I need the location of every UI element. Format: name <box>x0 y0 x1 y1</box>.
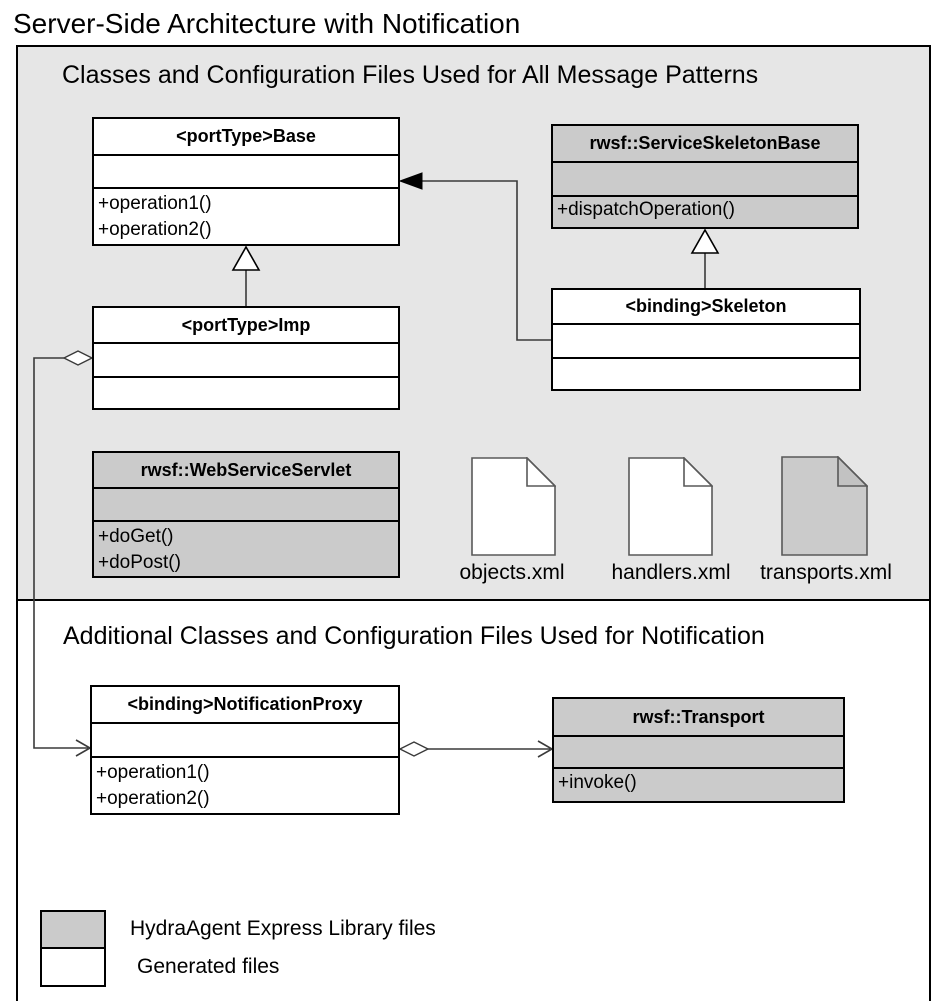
diagram-title: Server-Side Architecture with Notificati… <box>13 8 521 39</box>
class-methods <box>553 359 859 389</box>
class-attributes <box>94 344 398 378</box>
class-name: <binding>NotificationProxy <box>92 687 398 724</box>
class-attributes <box>94 489 398 522</box>
document-label: objects.xml <box>459 561 565 584</box>
legend-generated-swatch <box>40 947 106 987</box>
legend-library-swatch <box>40 910 106 949</box>
class-web-service-servlet: rwsf::WebServiceServlet +doGet() +doPost… <box>92 451 400 578</box>
class-methods: +dispatchOperation() <box>553 197 857 227</box>
method: +operation1() <box>98 193 212 214</box>
document-icon-objects-xml <box>471 457 556 556</box>
class-name: <portType>Base <box>94 119 398 156</box>
class-name: rwsf::ServiceSkeletonBase <box>553 126 857 163</box>
section-common-header: Classes and Configuration Files Used for… <box>62 61 759 89</box>
legend-generated-label: Generated files <box>137 955 280 978</box>
method: +operation2() <box>98 219 212 240</box>
document-icon-transports-xml <box>781 456 868 556</box>
class-attributes <box>92 724 398 758</box>
class-porttype-imp: <portType>Imp <box>92 306 400 410</box>
class-service-skeleton-base: rwsf::ServiceSkeletonBase +dispatchOpera… <box>551 124 859 229</box>
class-porttype-base: <portType>Base +operation1() +operation2… <box>92 117 400 246</box>
class-name: <binding>Skeleton <box>553 290 859 325</box>
method: +operation2() <box>96 788 210 809</box>
class-attributes <box>553 163 857 197</box>
class-name: <portType>Imp <box>94 308 398 344</box>
document-label: transports.xml <box>760 561 892 584</box>
class-methods: +doGet() +doPost() <box>94 522 398 576</box>
method: +doPost() <box>98 552 181 573</box>
class-name: rwsf::WebServiceServlet <box>94 453 398 490</box>
class-methods: +invoke() <box>554 769 843 801</box>
legend-library-label: HydraAgent Express Library files <box>130 917 436 940</box>
method: +invoke() <box>558 772 637 793</box>
document-label: handlers.xml <box>611 561 731 584</box>
document-icon-handlers-xml <box>628 457 713 556</box>
class-attributes <box>94 156 398 189</box>
method: +dispatchOperation() <box>557 199 735 220</box>
class-methods <box>94 378 398 408</box>
method: +doGet() <box>98 526 174 547</box>
class-attributes <box>553 325 859 359</box>
class-binding-skeleton: <binding>Skeleton <box>551 288 861 391</box>
class-methods: +operation1() +operation2() <box>92 758 398 813</box>
section-notification-header: Additional Classes and Configuration Fil… <box>63 622 765 650</box>
method: +operation1() <box>96 762 210 783</box>
class-methods: +operation1() +operation2() <box>94 189 398 244</box>
class-transport: rwsf::Transport +invoke() <box>552 697 845 803</box>
class-name: rwsf::Transport <box>554 699 843 737</box>
class-attributes <box>554 737 843 769</box>
class-notification-proxy: <binding>NotificationProxy +operation1()… <box>90 685 400 815</box>
